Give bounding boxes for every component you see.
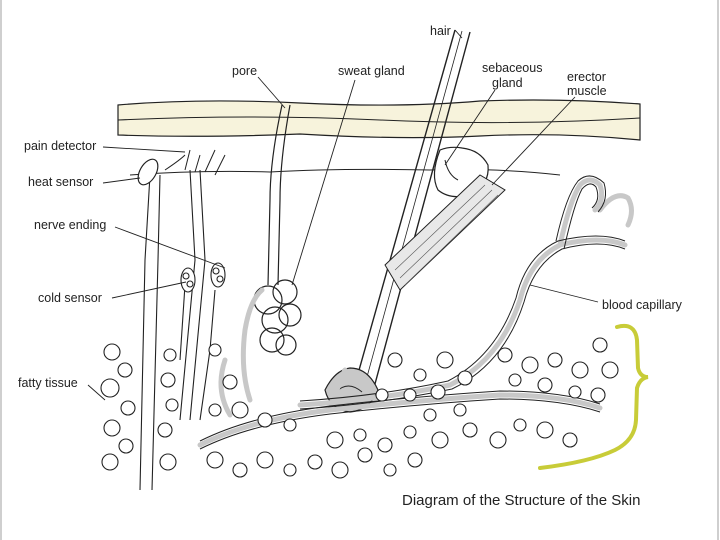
epidermis-inner-line [117,116,641,124]
diagram-title: Diagram of the Structure of the Skin [402,492,641,509]
erector-muscle-shape [384,174,506,291]
label-cold-sensor: cold sensor [38,291,102,305]
label-blood-capillary: blood capillary [602,298,682,312]
label-sweat-gland: sweat gland [338,64,405,78]
fatty-tissue-cells [100,337,619,479]
label-sebaceous-gland-line2: gland [492,76,523,90]
sweat-duct-right [277,104,291,286]
label-pain-detector: pain detector [24,139,97,153]
fatty-tissue-brace [538,323,649,470]
dermis-boundary [129,168,561,176]
hair-shaft-right [371,31,471,396]
erector-muscle-hatching [394,184,499,286]
sweat-gland-coil [253,279,302,356]
label-nerve-ending: nerve ending [34,218,107,232]
label-hair: hair [430,24,451,38]
hair-shaft-left [351,29,456,396]
label-pointer-lines [87,29,599,401]
heat-sensor-shape [137,158,159,186]
cold-sensor-shapes [180,262,226,293]
label-fatty-tissue: fatty tissue [18,376,78,390]
sweat-duct-left [267,104,283,286]
pain-detector-endings [164,149,226,176]
hair-shaft-core [361,30,463,396]
label-erector-muscle-line1: erector [567,70,606,84]
label-heat-sensor: heat sensor [28,175,94,189]
label-sebaceous-gland-line1: sebaceous [482,61,543,75]
sebaceous-gland-detail [444,159,459,181]
label-erector-muscle-line2: muscle [567,84,607,98]
label-pore: pore [232,64,258,78]
